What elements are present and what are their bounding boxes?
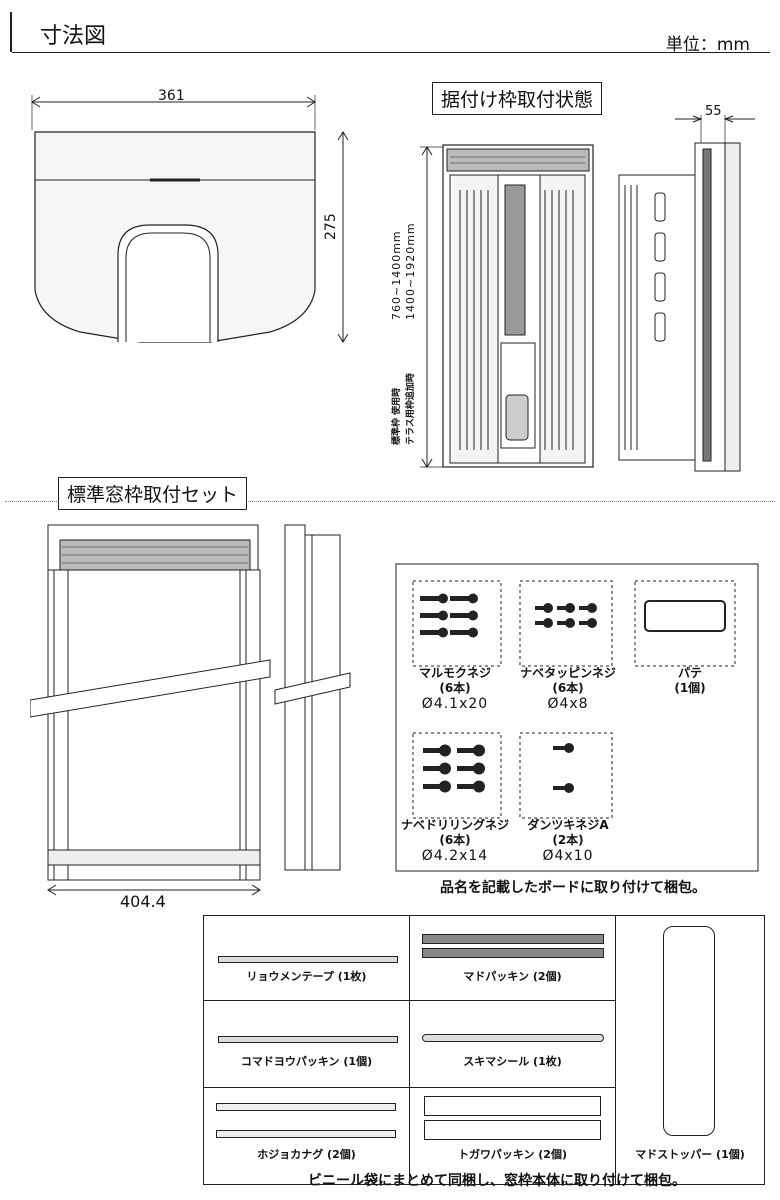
frame-right-rail — [239, 569, 261, 881]
window-stopper-icon — [663, 926, 715, 1136]
door-packing-icon — [424, 1096, 601, 1116]
board-slot-1 — [412, 580, 502, 667]
wood-screws — [420, 593, 478, 638]
board-item-3-qty: (1個) — [674, 681, 706, 695]
title-rule — [12, 52, 770, 53]
height-std-label: 760~1400mm — [390, 230, 403, 320]
bag-item-1-label: リョウメンテープ (1枚) — [246, 970, 367, 983]
board-slot-3 — [634, 580, 736, 667]
board-item-4: ナベドリリングネジ (6本) Ø4.2x14 — [398, 818, 512, 866]
gap-seal-icon — [422, 1034, 604, 1042]
bag-item-2-label: マドパッキン (2個) — [463, 970, 562, 983]
pan-tapping-screws — [535, 603, 597, 628]
title-bar-accent — [10, 12, 12, 52]
aux-bracket-icon — [216, 1103, 396, 1111]
board-item-2: ナベタッピンネジ (6本) Ø4x8 — [515, 666, 621, 714]
break-band-side — [274, 672, 351, 705]
bag-item-4-label: スキマシール (1枚) — [463, 1055, 562, 1068]
board-slot-5 — [519, 732, 613, 819]
board-item-1-name: マルモクネジ — [418, 666, 491, 680]
bag-cell-2: マドパッキン (2個) — [409, 915, 616, 1001]
height-range-labels: 760~1400mm 1400~1920mm — [390, 222, 418, 320]
drilling-screws — [423, 744, 485, 793]
break-band-front — [30, 659, 271, 718]
bag-cell-1: リョウメンテープ (1枚) — [203, 915, 410, 1001]
std-condition-label: 標準枠 使用時 — [392, 387, 402, 445]
hardware-board — [395, 563, 759, 872]
width-dim-label: 361 — [158, 88, 185, 104]
drain-cutout — [117, 224, 219, 342]
bag-item-5-label: ホジョカナグ (2個) — [257, 1148, 356, 1161]
board-item-2-qty: (6本) — [552, 681, 584, 695]
bag-parts-table: リョウメンテープ (1枚) マドパッキン (2個) コマドヨウパッキン (1個)… — [203, 915, 765, 1185]
side-dim-label: 55 — [705, 104, 722, 119]
front-top-rail — [446, 148, 590, 172]
board-pack-note: 品名を記載したボードに取り付けて梱包。 — [440, 880, 706, 896]
board-item-4-spec: Ø4.2x14 — [421, 848, 489, 864]
remote-control — [505, 394, 529, 441]
frame-left-rail — [47, 569, 69, 881]
bag-cell-3: コマドヨウパッキン (1個) — [203, 1000, 410, 1088]
bag-pack-note: ビニール袋にまとめて同梱し、窓枠本体に取り付けて梱包。 — [308, 1173, 686, 1189]
window-packing-icon — [422, 934, 604, 944]
board-slot-2 — [519, 580, 613, 667]
installed-drawing — [420, 115, 755, 472]
frame-bottom-rail — [47, 849, 261, 866]
bag-cell-6: トガワパッキン (2個) — [409, 1087, 616, 1185]
board-item-1: マルモクネジ (6本) Ø4.1x20 — [405, 666, 505, 714]
small-window-packing-icon — [218, 1036, 398, 1043]
door-packing-icon-2 — [424, 1120, 601, 1140]
board-item-3: パテ (1個) — [640, 666, 740, 696]
frame-width-dim-label: 404.4 — [120, 892, 166, 911]
bag-cell-4: スキマシール (1枚) — [409, 1000, 616, 1088]
bag-cell-7: マドストッパー (1個) — [615, 915, 765, 1185]
board-item-2-spec: Ø4x8 — [547, 696, 589, 712]
board-item-4-name: ナベドリリングネジ — [400, 818, 509, 832]
frame-set-drawing — [30, 524, 351, 896]
page-title: 寸法図 — [40, 24, 107, 49]
board-item-5: ダンツキネジA (2本) Ø4x10 — [515, 818, 621, 866]
board-item-4-qty: (6本) — [439, 833, 471, 847]
board-item-1-spec: Ø4.1x20 — [421, 696, 489, 712]
terrace-condition-label: テラス用枠追加時 — [406, 373, 416, 445]
putty-icon — [644, 600, 726, 632]
board-item-3-name: パテ — [677, 666, 702, 680]
height-terrace-label: 1400~1920mm — [404, 222, 417, 320]
installed-label: 据付け枠取付状態 — [432, 82, 603, 115]
frame-set-label: 標準窓枠取付セット — [58, 477, 248, 510]
step-screws — [553, 743, 574, 793]
height-condition-labels: 標準枠 使用時 テラス用枠追加時 — [390, 373, 418, 445]
unit-label: 単位：mm — [665, 35, 750, 55]
bag-item-7-label: マドストッパー (1個) — [635, 1148, 745, 1161]
board-item-5-spec: Ø4x10 — [542, 848, 594, 864]
board-item-5-qty: (2本) — [552, 833, 584, 847]
bag-item-3-label: コマドヨウパッキン (1個) — [240, 1055, 373, 1068]
board-item-5-name: ダンツキネジA — [527, 818, 609, 832]
aux-bracket-icon-2 — [216, 1130, 396, 1138]
air-outlet — [504, 184, 526, 336]
depth-dim-label: 275 — [323, 213, 339, 240]
board-slot-4 — [412, 732, 502, 819]
board-item-2-name: ナベタッピンネジ — [520, 666, 616, 680]
board-item-1-qty: (6本) — [439, 681, 471, 695]
top-view-drawing — [31, 95, 349, 343]
section-divider — [5, 501, 775, 502]
bag-item-6-label: トガワパッキン (2個) — [458, 1148, 567, 1161]
window-packing-icon-2 — [422, 948, 604, 958]
double-tape-icon — [218, 956, 398, 963]
